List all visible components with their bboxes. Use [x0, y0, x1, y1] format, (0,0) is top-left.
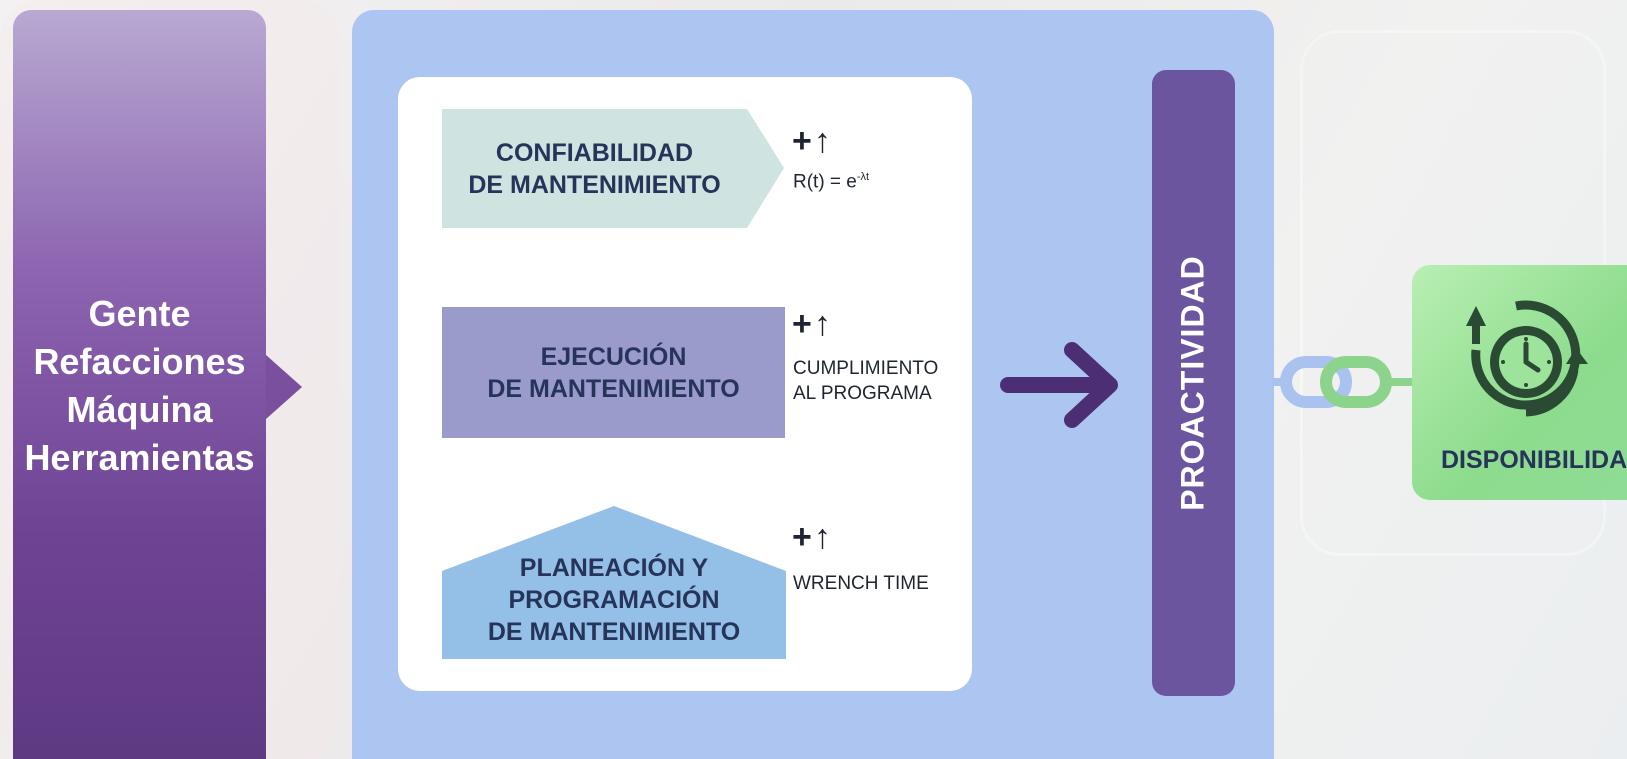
confiabilidad-shape	[442, 109, 784, 228]
resource-herramientas: Herramientas	[24, 437, 255, 478]
resource-refacciones: Refacciones	[33, 341, 246, 382]
planeacion-title: PLANEACIÓN Y PROGRAMACIÓN DE MANTENIMIEN…	[487, 554, 741, 646]
planeacion-indicator: +↑	[792, 518, 833, 556]
resources-panel	[13, 10, 266, 759]
proactividad-label: PROACTIVIDAD	[1174, 255, 1211, 511]
resources-list: Gente Refacciones Máquina Herramientas	[13, 290, 266, 482]
clock-cycle-icon	[1466, 300, 1588, 417]
proactividad-bar	[1152, 70, 1235, 696]
planeacion-shape	[442, 506, 786, 659]
resource-maquina: Máquina	[66, 389, 213, 430]
ejecucion-indicator: +↑	[792, 305, 833, 343]
ejecucion-shape	[442, 307, 785, 438]
resource-gente: Gente	[88, 293, 191, 334]
chain-link-icon	[1272, 356, 1412, 408]
planeacion-note: WRENCH TIME	[793, 573, 929, 594]
confiabilidad-indicator: +↑	[792, 122, 833, 160]
ejecucion-title: EJECUCIÓN DE MANTENIMIENTO	[487, 342, 740, 403]
ejecucion-note: CUMPLIMIENTO AL PROGRAMA	[793, 358, 939, 404]
confiabilidad-title: CONFIABILIDAD DE MANTENIMIENTO	[468, 138, 721, 199]
confiabilidad-formula: R(t) = e-λt	[793, 171, 870, 193]
disponibilidad-label: DISPONIBILIDAD	[1441, 446, 1627, 474]
resources-pointer	[266, 355, 302, 419]
arrow-right-icon	[1000, 342, 1118, 428]
